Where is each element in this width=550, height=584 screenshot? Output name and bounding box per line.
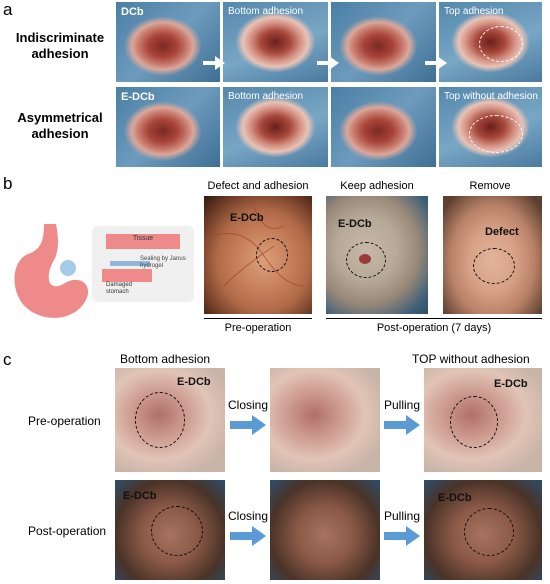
- arrow-pulling-icon: [384, 526, 420, 546]
- photo-b-remove: Defect: [443, 196, 542, 314]
- caption-post-operation: Post-operation (7 days): [376, 322, 492, 334]
- photo-a-bottom-adhesion: Bottom adhesion: [223, 2, 328, 82]
- arrow-right-icon: [425, 56, 447, 70]
- arrow-closing-icon: [230, 526, 266, 546]
- row-label-post-operation: Post-operation: [28, 524, 107, 538]
- photo-a-dcb: DCb: [116, 2, 220, 82]
- photo-b-defect: E-DCb: [204, 196, 312, 314]
- photo-label: E-DCb: [121, 91, 155, 103]
- panel-letter-b: b: [3, 174, 13, 193]
- photo-c-pre-closed: [270, 368, 380, 472]
- sealing-label: Sealing by Janus hydrogel: [140, 256, 186, 269]
- damaged-layer: [102, 269, 152, 282]
- schematic-box: Tissue Sealing by Janus hydrogel Damaged…: [92, 226, 194, 302]
- photo-a-top-adhesion: Top adhesion: [439, 2, 542, 82]
- tissue-layer: [106, 234, 180, 249]
- tissue-label: Tissue: [132, 235, 154, 242]
- photo-a-step3-2: [331, 87, 436, 167]
- title-remove: Remove: [469, 180, 511, 192]
- damaged-label: Damaged stomach: [106, 282, 133, 295]
- callout-edcb: E-DCb: [438, 492, 472, 504]
- photo-c-pre-bottom: E-DCb: [115, 368, 225, 472]
- row-label-indiscriminate: Indiscriminate adhesion: [10, 30, 110, 62]
- callout-edcb: E-DCb: [230, 212, 264, 224]
- dashed-circle: [346, 242, 386, 278]
- photo-label: Top without adhesion: [444, 91, 538, 102]
- stomach-illustration: [14, 224, 89, 318]
- photo-c-pre-top: E-DCb: [424, 368, 542, 472]
- dashed-circle: [464, 508, 514, 556]
- label-closing: Closing: [228, 509, 269, 523]
- title-keep-adhesion: Keep adhesion: [340, 180, 414, 192]
- photo-a-step3: [331, 2, 436, 82]
- row2-label-line2: adhesion: [31, 126, 89, 141]
- adhesion-spot: [359, 254, 371, 264]
- photo-a-top-without-adhesion: Top without adhesion: [439, 87, 542, 167]
- photo-a-bottom-adhesion-2: Bottom adhesion: [223, 87, 328, 167]
- title-top-without-adhesion: TOP without adhesion: [412, 352, 530, 366]
- row1-label-line2: adhesion: [31, 46, 89, 61]
- panel-letter-a: a: [3, 0, 13, 19]
- arrow-right-icon: [317, 56, 339, 70]
- photo-a-edcb: E-DCb: [116, 87, 220, 167]
- label-pulling: Pulling: [384, 398, 421, 412]
- dashed-circle: [450, 396, 498, 448]
- caption-line-pre: [204, 318, 312, 319]
- photo-label: Bottom adhesion: [228, 6, 304, 17]
- caption-pre-operation: Pre-operation: [224, 322, 292, 334]
- callout-edcb: E-DCb: [338, 218, 372, 230]
- photo-c-post-bottom: E-DCb: [115, 480, 225, 580]
- dashed-circle: [151, 506, 203, 556]
- label-pulling: Pulling: [384, 509, 421, 523]
- photo-c-post-top: E-DCb: [424, 480, 542, 580]
- dashed-circle: [135, 392, 185, 448]
- dashed-circle: [469, 115, 523, 153]
- title-bottom-adhesion: Bottom adhesion: [120, 352, 211, 366]
- title-defect-and-adhesion: Defect and adhesion: [207, 180, 309, 192]
- callout-edcb: E-DCb: [123, 490, 157, 502]
- arrow-pulling-icon: [384, 415, 420, 435]
- row-label-asymmetrical: Asymmetrical adhesion: [10, 110, 110, 142]
- photo-b-keep: E-DCb: [326, 196, 428, 314]
- photo-label: Top adhesion: [444, 6, 504, 17]
- dashed-circle: [479, 26, 523, 62]
- arrow-closing-icon: [230, 415, 266, 435]
- row2-label-line1: Asymmetrical: [17, 110, 103, 125]
- callout-defect: Defect: [485, 226, 519, 238]
- callout-edcb: E-DCb: [494, 378, 528, 390]
- row-label-pre-operation: Pre-operation: [28, 414, 101, 428]
- dashed-circle: [256, 238, 288, 272]
- hydrogel-layer: [110, 261, 150, 266]
- dashed-circle: [473, 248, 515, 284]
- photo-c-post-closed: [270, 480, 380, 580]
- callout-edcb: E-DCb: [177, 376, 211, 388]
- label-closing: Closing: [228, 398, 269, 412]
- caption-line-post: [326, 318, 542, 319]
- row1-label-line1: Indiscriminate: [15, 30, 105, 45]
- photo-label: DCb: [121, 6, 144, 18]
- panel-letter-c: c: [3, 350, 12, 369]
- arrow-right-icon: [203, 56, 225, 70]
- photo-label: Bottom adhesion: [228, 91, 304, 102]
